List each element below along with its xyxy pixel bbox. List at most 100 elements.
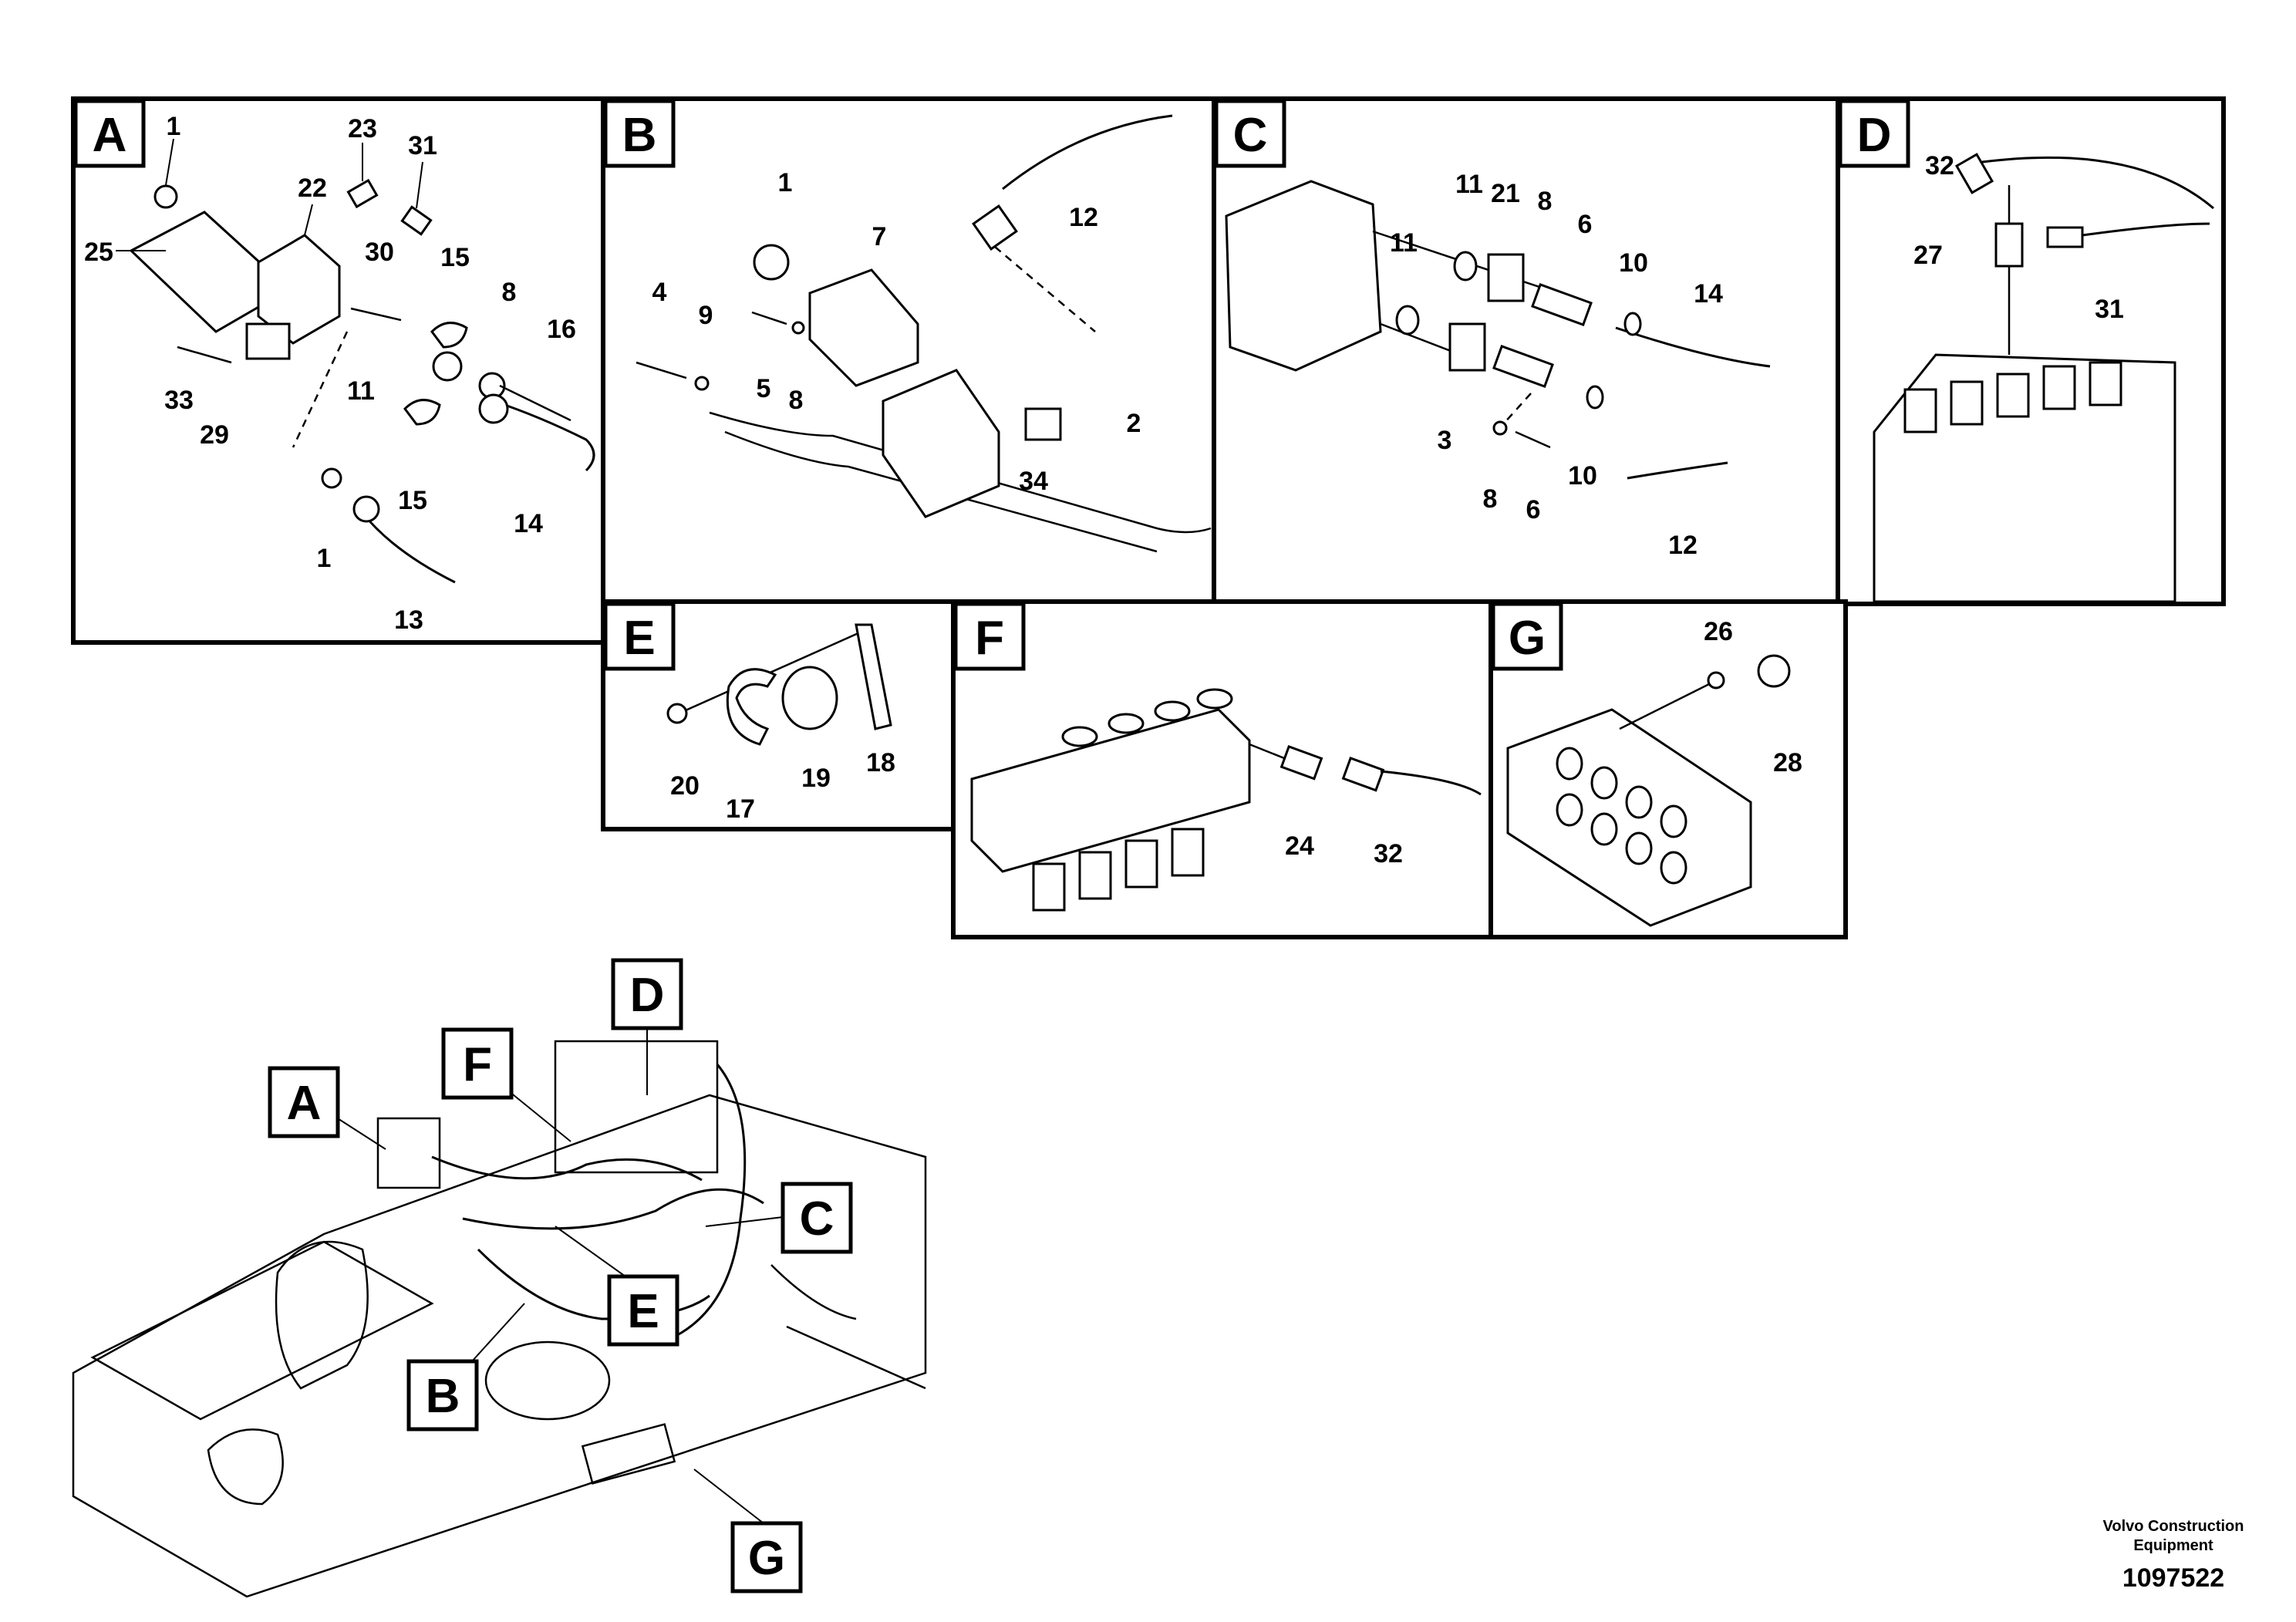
g-port-5 (1556, 793, 1583, 827)
f-fitting-24 (1279, 745, 1323, 781)
b-callout-1: 1 (778, 168, 793, 197)
e-bracket-18 (855, 623, 892, 730)
d-callout-31: 31 (2095, 295, 2124, 324)
a-valve-solenoid (245, 322, 291, 360)
c-flange-21 (1487, 253, 1525, 302)
d-solenoid-1 (1903, 388, 1937, 433)
a-callout-25: 25 (84, 238, 113, 267)
b-frame-rail-top (709, 411, 1212, 534)
footer: Volvo Construction Equipment 1097522 (2103, 1518, 2244, 1593)
ov-bracket-right (770, 1264, 857, 1320)
a-callout-23: 23 (348, 114, 377, 143)
f-line (1249, 743, 1289, 761)
a-callout-11: 11 (347, 376, 375, 406)
e-callout-20: 20 (670, 771, 700, 801)
a-clamp-15-bottom (403, 399, 441, 426)
d-tee-27 (1994, 222, 2024, 268)
c-callout-10: 10 (1619, 248, 1648, 278)
c-callout-8-bottom: 8 (1483, 484, 1498, 514)
panel-g-letter-box (1491, 602, 1563, 671)
a-callout-13: 13 (394, 605, 423, 635)
a-callout-14: 14 (514, 509, 543, 538)
panel-c-letter-box (1214, 99, 1286, 168)
e-callout-17: 17 (726, 794, 755, 824)
panel-b-letter-box (603, 99, 676, 168)
ov-swivel-ring (484, 1340, 611, 1421)
footer-company-line1: Volvo Construction (2103, 1518, 2244, 1535)
a-oring-11 (432, 351, 463, 382)
g-port-1 (1556, 747, 1583, 781)
b-callout-2: 2 (1127, 409, 1141, 438)
c-tube-bottom (1492, 345, 1554, 388)
b-fitting-1 (753, 244, 790, 281)
d-hose-upper (1981, 156, 2214, 210)
a-assembly-line (292, 331, 349, 448)
b-callout-5: 5 (757, 374, 771, 403)
c-callout-14: 14 (1694, 279, 1723, 309)
a-bolt-16 (499, 384, 571, 422)
c-callout-11: 11 (1455, 170, 1483, 199)
f-port-1 (1061, 726, 1098, 747)
d-callout-32: 32 (1925, 151, 1954, 180)
a-bolt-30 (350, 307, 402, 322)
g-oring-26 (1707, 671, 1725, 690)
b-frame-rail-bottom (724, 430, 1158, 553)
a-callout-15-bottom: 15 (398, 486, 427, 515)
c-tube-top (1531, 283, 1593, 326)
panel-a-letter: A (93, 109, 127, 162)
c-callout-8: 8 (1538, 187, 1553, 216)
e-clamp-17 (726, 668, 777, 746)
g-port-7 (1625, 831, 1653, 865)
f-valve-2 (1078, 851, 1112, 900)
panel-b-letter: B (622, 109, 657, 162)
g-callout-26: 26 (1704, 617, 1733, 646)
panel-c-letter: C (1233, 109, 1268, 162)
ov-rail-right (786, 1325, 926, 1390)
a-fitting-1-top (153, 184, 178, 209)
d-solenoid-2 (1950, 380, 1984, 426)
b-block-7 (808, 268, 919, 387)
footer-company-line2: Equipment (2133, 1537, 2213, 1554)
f-valve-3 (1124, 839, 1158, 889)
b-elbow-2 (1024, 407, 1062, 441)
g-port-6 (1590, 812, 1618, 846)
ov-box-d (611, 958, 683, 1030)
a-fitting-31 (400, 205, 433, 236)
c-flange-3 (1448, 322, 1486, 372)
ov-arrow-e (555, 1226, 632, 1281)
ov-arrow-c (705, 1216, 784, 1227)
e-bushing-19 (781, 666, 838, 730)
c-callout-6-bottom: 6 (1526, 495, 1541, 524)
b-washer-8 (791, 321, 805, 335)
ov-arrow-f (508, 1091, 571, 1142)
b-bolt-5 (751, 311, 787, 325)
f-port-3 (1154, 700, 1191, 722)
d-solenoid-5 (2089, 361, 2122, 406)
overview-machine: A F D C E B G (72, 958, 927, 1598)
a-callout-22: 22 (298, 174, 327, 203)
panel-f-letter-box (953, 602, 1026, 671)
ov-arrow-g (693, 1469, 764, 1524)
panel-c: C 11 21 8 6 11 10 14 3 8 6 10 12 (1212, 96, 1843, 606)
panel-d-letter: D (1857, 109, 1892, 162)
panel-f: F 24 32 (951, 599, 1495, 939)
a-leader-1 (165, 138, 174, 186)
a-callout-8: 8 (502, 278, 517, 307)
g-plug-28 (1757, 654, 1791, 688)
ov-hose-4 (477, 1248, 710, 1320)
panel-e-letter-box (603, 602, 676, 671)
c-hose-14 (1615, 326, 1771, 368)
f-hose-32 (1380, 770, 1482, 796)
c-callout-21: 21 (1491, 179, 1520, 208)
g-port-3 (1625, 785, 1653, 819)
b-hose-12 (1002, 114, 1173, 191)
g-port-4 (1660, 804, 1687, 838)
a-callout-29: 29 (200, 420, 229, 450)
b-callout-4: 4 (652, 278, 667, 307)
panel-a: A 1 23 31 22 25 30 15 8 16 (71, 96, 608, 645)
panel-f-letter: F (975, 612, 1004, 665)
c-callout-11-mid: 11 (1390, 228, 1418, 258)
panel-e: E 20 17 19 18 (601, 599, 956, 831)
ov-distribution-block-g (581, 1423, 676, 1485)
f-fitting-32 (1341, 757, 1385, 792)
